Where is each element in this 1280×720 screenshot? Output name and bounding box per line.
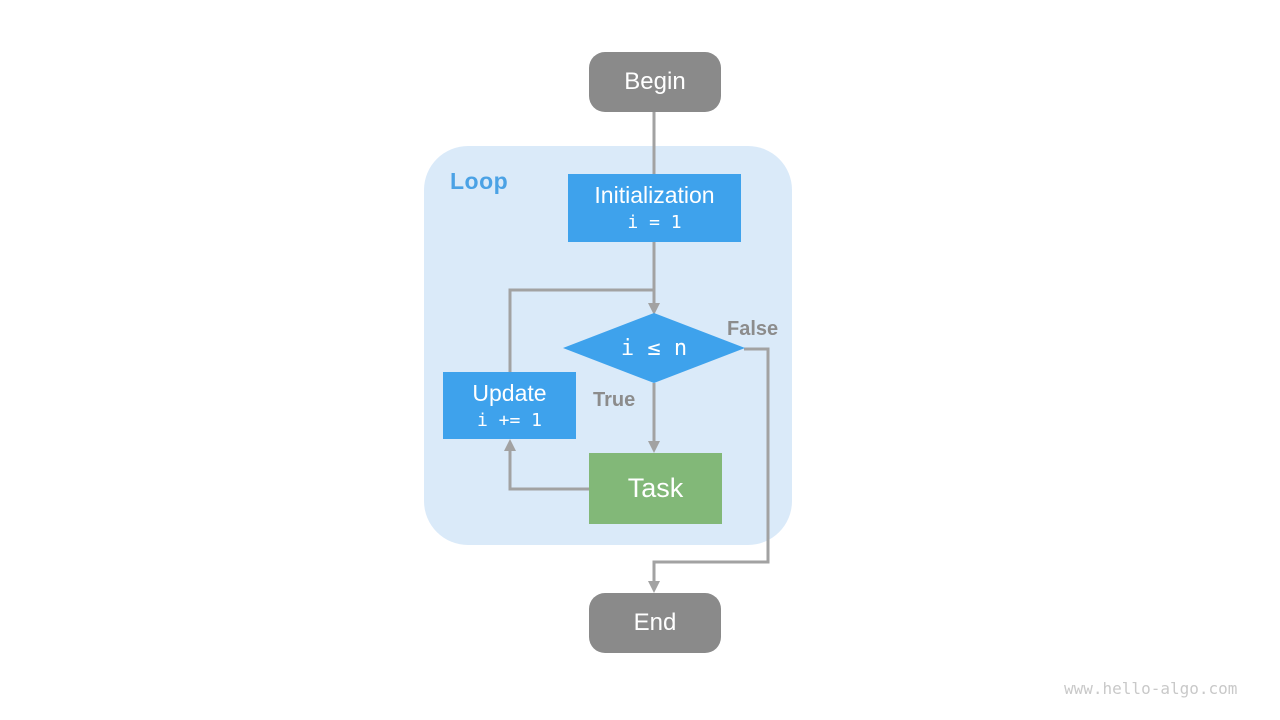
node-end: End bbox=[589, 593, 721, 653]
edge-update-to-condition bbox=[508, 288, 654, 372]
arrowhead-update bbox=[504, 439, 516, 451]
node-initialization: Initialization i = 1 bbox=[568, 174, 741, 242]
node-update-label: Update bbox=[472, 379, 547, 406]
node-update-code: i += 1 bbox=[476, 409, 543, 431]
edge-task-to-update bbox=[508, 448, 589, 491]
loop-container-label: Loop bbox=[450, 168, 509, 194]
node-begin-label: Begin bbox=[624, 68, 686, 95]
node-begin: Begin bbox=[589, 52, 721, 112]
node-task-label: Task bbox=[627, 473, 684, 503]
arrowhead-condition bbox=[648, 303, 660, 315]
arrowhead-task bbox=[648, 441, 660, 453]
edge-label-false: False bbox=[727, 318, 779, 340]
edge-label-true: True bbox=[593, 389, 636, 411]
edge-condition-to-end bbox=[652, 347, 770, 584]
node-condition-label: i ≤ n bbox=[620, 335, 688, 361]
node-initialization-code: i = 1 bbox=[627, 212, 682, 233]
arrowhead-end bbox=[648, 581, 660, 593]
site-watermark: www.hello-algo.com bbox=[1064, 679, 1238, 698]
node-end-label: End bbox=[633, 609, 677, 636]
node-initialization-label: Initialization bbox=[594, 182, 715, 208]
node-task: Task bbox=[589, 453, 722, 524]
node-update: Update i += 1 bbox=[443, 372, 576, 439]
